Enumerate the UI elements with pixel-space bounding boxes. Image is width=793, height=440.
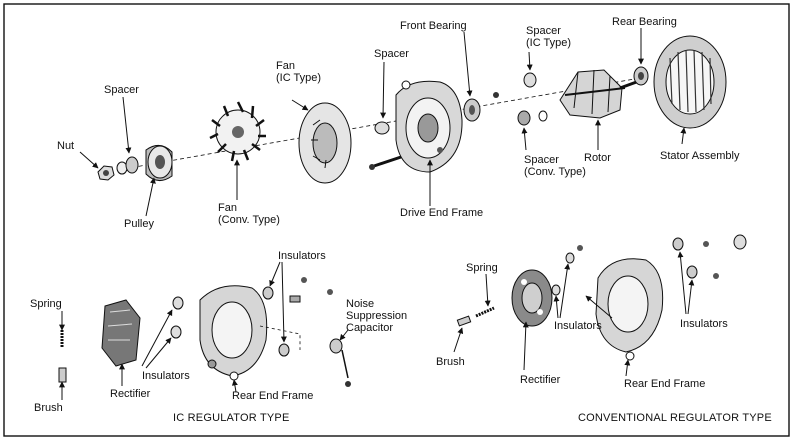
label-rectifier-conv: Rectifier — [520, 374, 561, 386]
label-pulley: Pulley — [124, 218, 154, 230]
label-spring-conv: Spring — [466, 262, 498, 274]
leader-lines-ic — [59, 261, 349, 400]
leader-lines-top — [79, 28, 687, 217]
caption-ic-regulator-type: IC REGULATOR TYPE — [173, 412, 290, 424]
fan-ic-part — [298, 102, 352, 184]
label-rear-bearing: Rear Bearing — [612, 16, 677, 28]
label-brush-conv: Brush — [436, 356, 465, 368]
drive-end-frame-part — [395, 80, 463, 173]
label-noise-capacitor: Noise Suppression Capacitor — [346, 298, 408, 334]
label-insulators-conv-b: Insulators — [680, 318, 728, 330]
label-brush-ic: Brush — [34, 402, 63, 414]
label-spacer-mid: Spacer — [374, 48, 409, 60]
label-spring-ic: Spring — [30, 298, 62, 310]
nut-part — [97, 165, 115, 181]
rear-end-frame-conventional-part — [595, 258, 664, 361]
noise-suppression-capacitor-part — [329, 338, 351, 387]
label-spacer-conv: Spacer (Conv. Type) — [524, 154, 586, 178]
label-insulators-ic-top: Insulators — [278, 250, 326, 262]
rear-end-frame-ic-part — [199, 285, 268, 381]
pulley-part — [145, 145, 173, 181]
fan-conventional-part — [209, 101, 266, 162]
label-stator-assembly: Stator Assembly — [660, 150, 740, 162]
leader-lines-conventional — [453, 251, 695, 377]
label-insulators-ic: Insulators — [142, 370, 190, 382]
rectifier-ic-part — [101, 299, 141, 367]
rotor-part — [559, 69, 643, 119]
label-fan-ic: Fan (IC Type) — [276, 60, 322, 84]
label-insulators-conv-a: Insulators — [554, 320, 602, 332]
caption-conventional-regulator-type: CONVENTIONAL REGULATOR TYPE — [578, 412, 772, 424]
label-rotor: Rotor — [584, 152, 611, 164]
label-nut: Nut — [57, 140, 75, 152]
label-front-bearing: Front Bearing — [400, 20, 467, 32]
label-rear-end-frame-conv: Rear End Frame — [624, 378, 706, 390]
label-rectifier-ic: Rectifier — [110, 388, 151, 400]
label-fan-conv: Fan (Conv. Type) — [218, 202, 280, 226]
label-rear-end-frame-ic: Rear End Frame — [232, 390, 314, 402]
label-drive-end-frame: Drive End Frame — [400, 207, 484, 219]
label-spacer-pulley: Spacer — [104, 84, 139, 96]
rectifier-conventional-part — [511, 269, 553, 327]
stator-assembly-part — [653, 35, 727, 129]
label-spacer-ic: Spacer (IC Type) — [526, 25, 572, 49]
